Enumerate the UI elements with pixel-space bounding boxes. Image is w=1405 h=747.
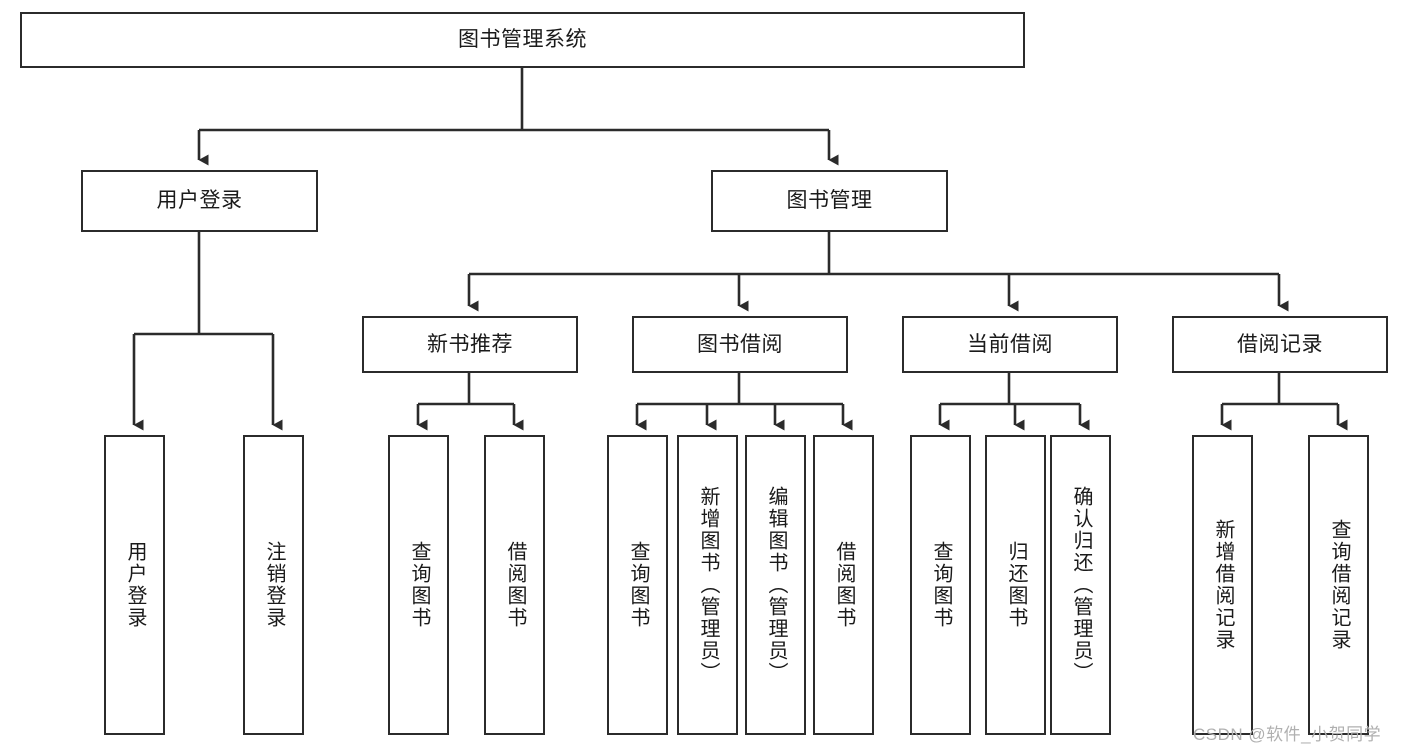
node-leaf-add-book[interactable]: 新增图书（管理员） [677,435,738,735]
node-root[interactable]: 图书管理系统 [20,12,1025,68]
csdn-watermark: CSDN @软件_小贺同学 [1193,725,1382,744]
node-leaf-query-record[interactable]: 查询借阅记录 [1308,435,1369,735]
edge-book-borrow-to-leaves [635,373,853,431]
node-leaf-logout[interactable]: 注销登录 [243,435,304,735]
node-book-borrow[interactable]: 图书借阅 [632,316,848,373]
node-leaf-add-record[interactable]: 新增借阅记录 [1192,435,1253,735]
edge-new-book-recommend-to-leaves [416,373,524,431]
node-user-login[interactable]: 用户登录 [81,170,318,232]
edge-user-login-to-leaves [132,232,283,431]
node-leaf-query-book-3[interactable]: 查询图书 [910,435,971,735]
node-borrow-record[interactable]: 借阅记录 [1172,316,1388,373]
node-leaf-confirm-return[interactable]: 确认归还（管理员） [1050,435,1111,735]
node-book-manage[interactable]: 图书管理 [711,170,948,232]
node-new-book-recommend[interactable]: 新书推荐 [362,316,578,373]
edge-borrow-record-to-leaves [1220,373,1348,431]
node-leaf-borrow-book-1[interactable]: 借阅图书 [484,435,545,735]
node-leaf-borrow-book-2[interactable]: 借阅图书 [813,435,874,735]
edge-root-to-level2 [197,68,839,166]
node-leaf-query-book-2[interactable]: 查询图书 [607,435,668,735]
node-leaf-user-login[interactable]: 用户登录 [104,435,165,735]
edge-book-manage-to-level3 [467,232,1289,312]
node-leaf-query-book-1[interactable]: 查询图书 [388,435,449,735]
node-leaf-edit-book[interactable]: 编辑图书（管理员） [745,435,806,735]
node-leaf-return-book[interactable]: 归还图书 [985,435,1046,735]
edge-current-borrow-to-leaves [938,373,1090,431]
node-current-borrow[interactable]: 当前借阅 [902,316,1118,373]
